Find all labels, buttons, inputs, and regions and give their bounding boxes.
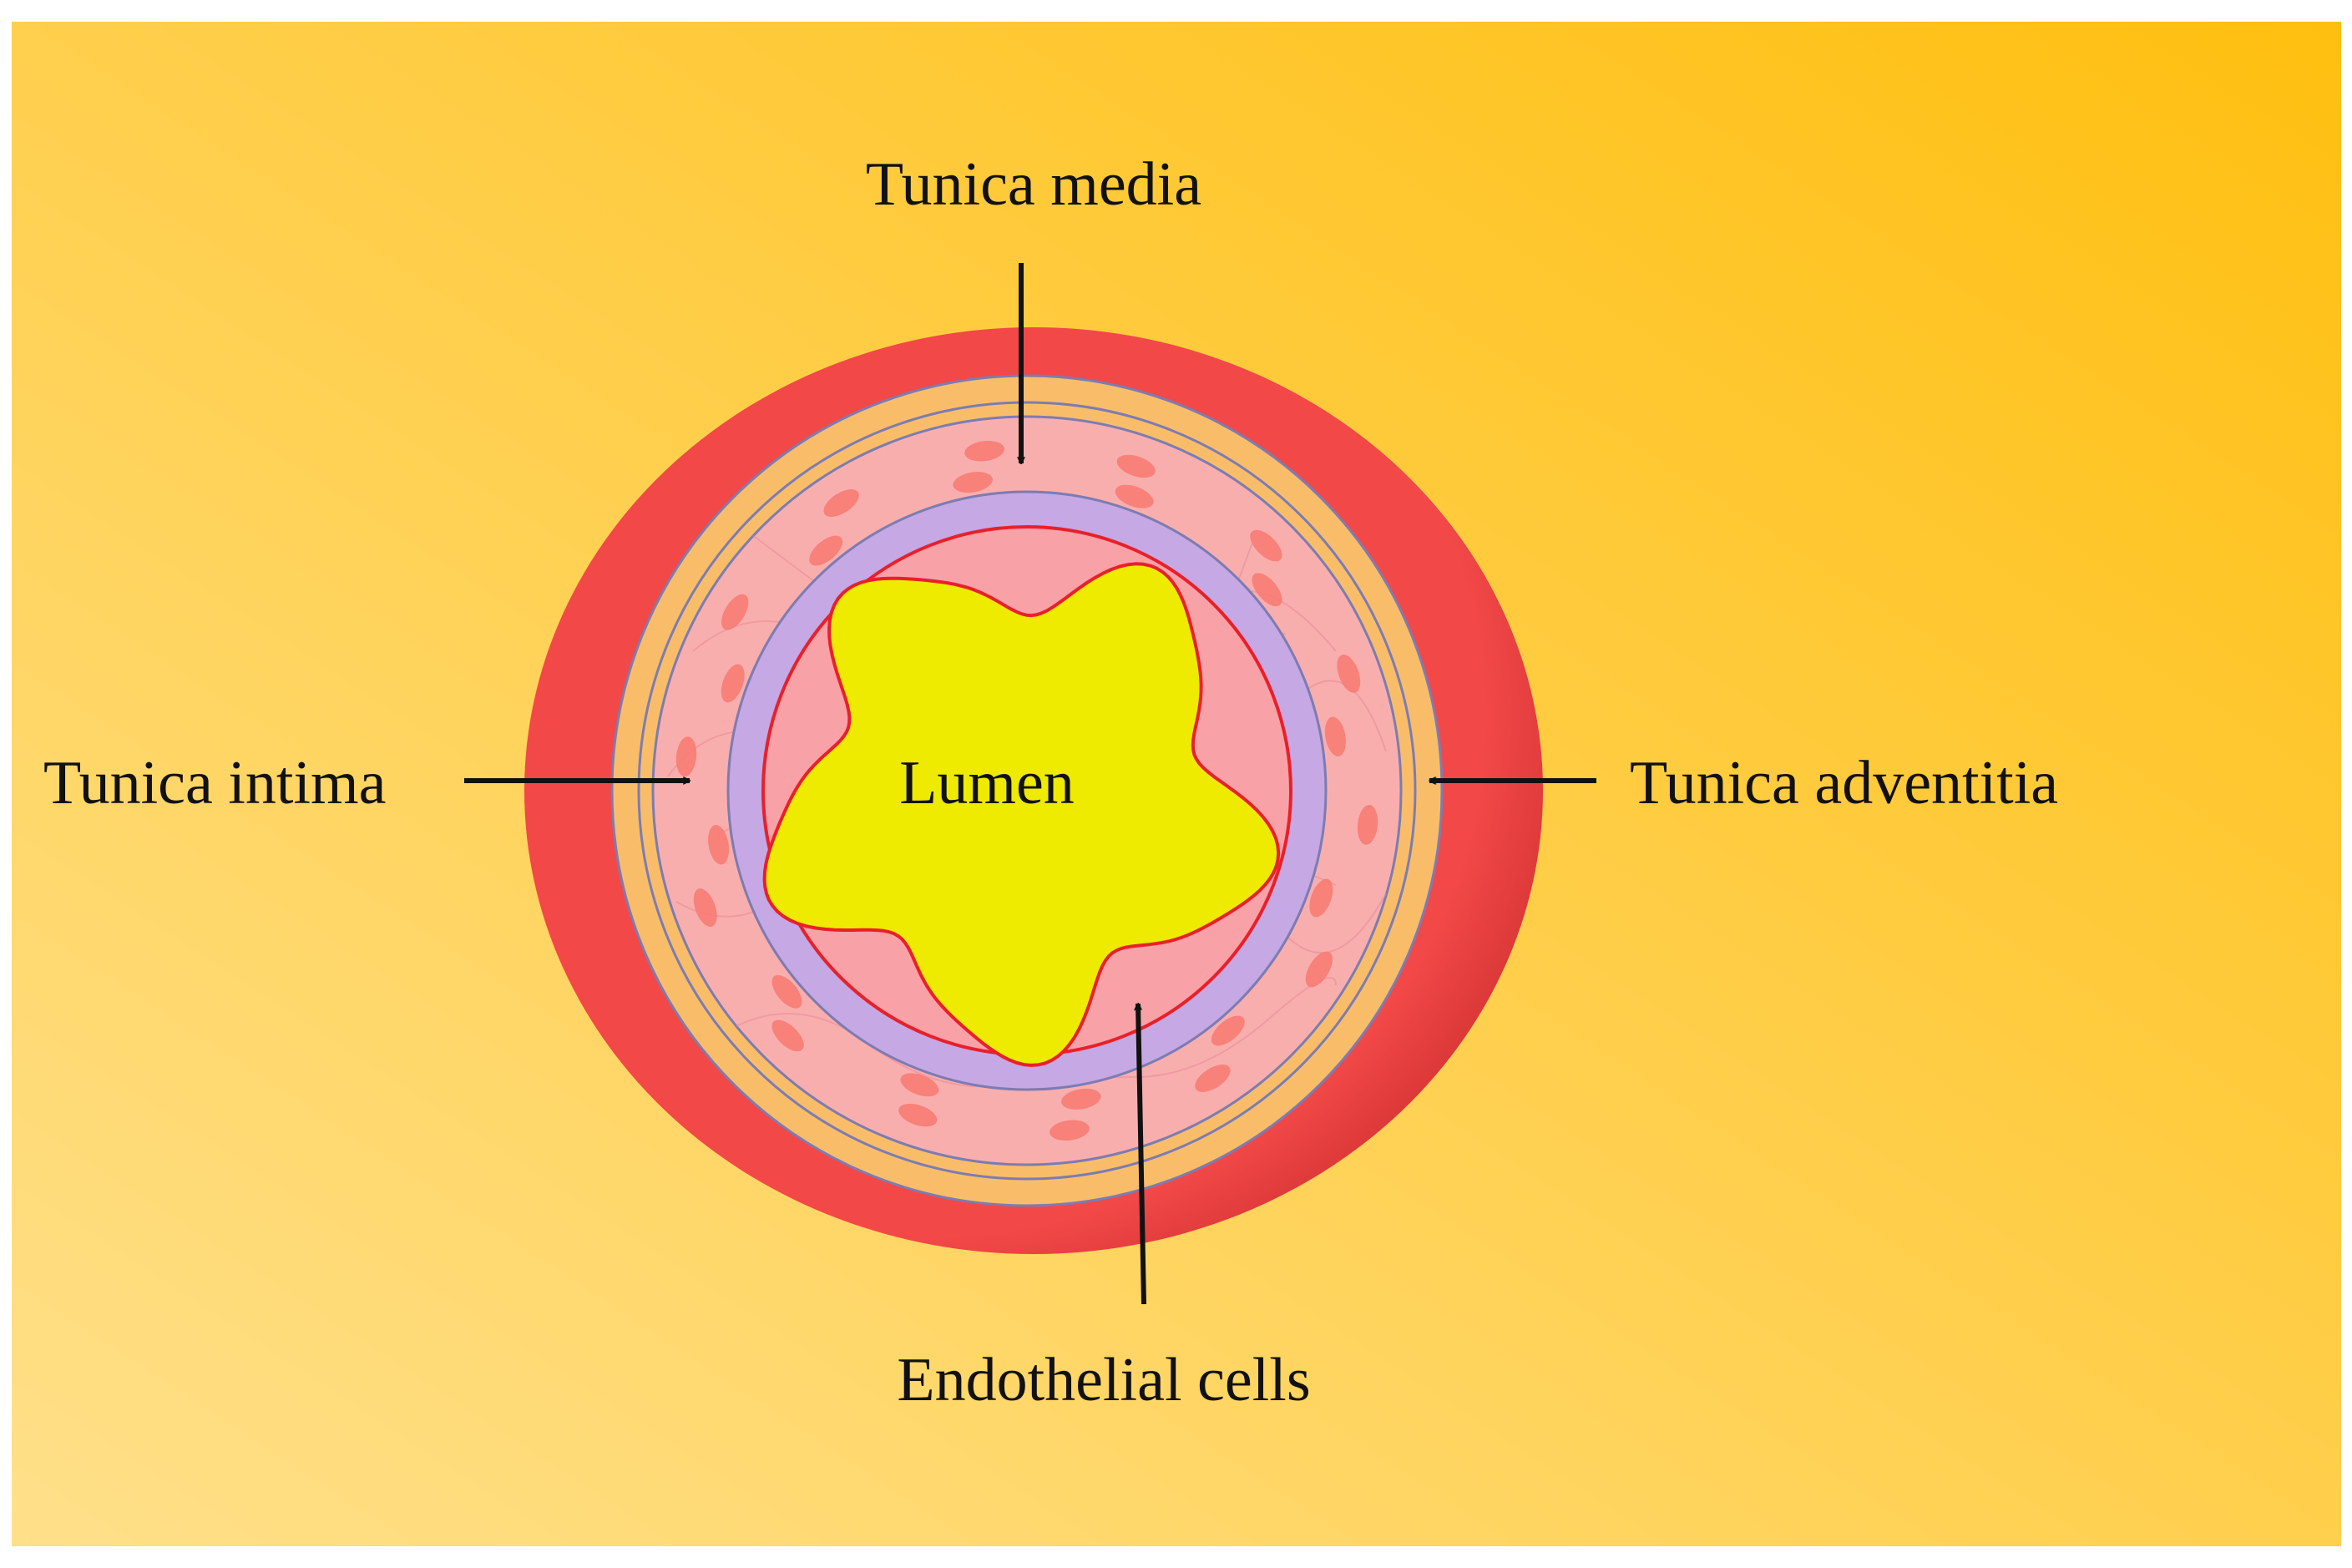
smooth-muscle-cell [898,1103,938,1127]
smooth-muscle-cell [1252,573,1282,607]
pointer-arrows [464,263,1596,1305]
smooth-muscle-cell [1305,951,1333,988]
smooth-muscle-cell [953,472,993,493]
smooth-muscle-cell [1309,878,1333,918]
lumen-area [762,562,1281,1067]
smooth-muscle-cell [1324,716,1346,756]
smooth-muscle-cell [675,736,697,777]
tunica-media-label: Tunica media [866,150,1201,219]
smooth-muscle-cell [771,974,802,1009]
smooth-muscle-cell [823,489,859,517]
smooth-muscle-cell [1050,1120,1090,1141]
endothelial-cells-arrow [1138,1004,1146,1305]
vessel-cross-section [524,327,1543,1254]
smooth-muscle-cell [1250,529,1282,562]
smooth-muscle-cell [900,1073,939,1097]
smooth-muscle-cell [1357,804,1378,845]
smooth-muscle-cell [809,535,843,566]
media-smooth-muscle-cells [675,440,1378,1141]
smooth-muscle-cell [964,440,1004,462]
smooth-muscle-cell [708,825,730,865]
smooth-muscle-cell [1115,484,1154,508]
smooth-muscle-cell [1337,654,1361,693]
endothelial-cells-label: Endothelial cells [897,1346,1310,1414]
lumen-label: Lumen [899,749,1075,817]
smooth-muscle-cell [1211,1015,1245,1046]
smooth-muscle-cell [721,594,749,630]
smooth-muscle-cell [1195,1065,1231,1092]
tunica-adventitia-label: Tunica adventitia [1630,749,2058,817]
smooth-muscle-cell [771,1019,804,1052]
external-elastic-lamina [637,401,1417,1181]
smooth-muscle-cell [721,664,745,703]
smooth-muscle-cell [693,888,717,928]
tunica-intima-label: Tunica intima [43,749,386,817]
smooth-muscle-cell [1116,454,1156,478]
smooth-muscle-cell [1061,1088,1101,1110]
